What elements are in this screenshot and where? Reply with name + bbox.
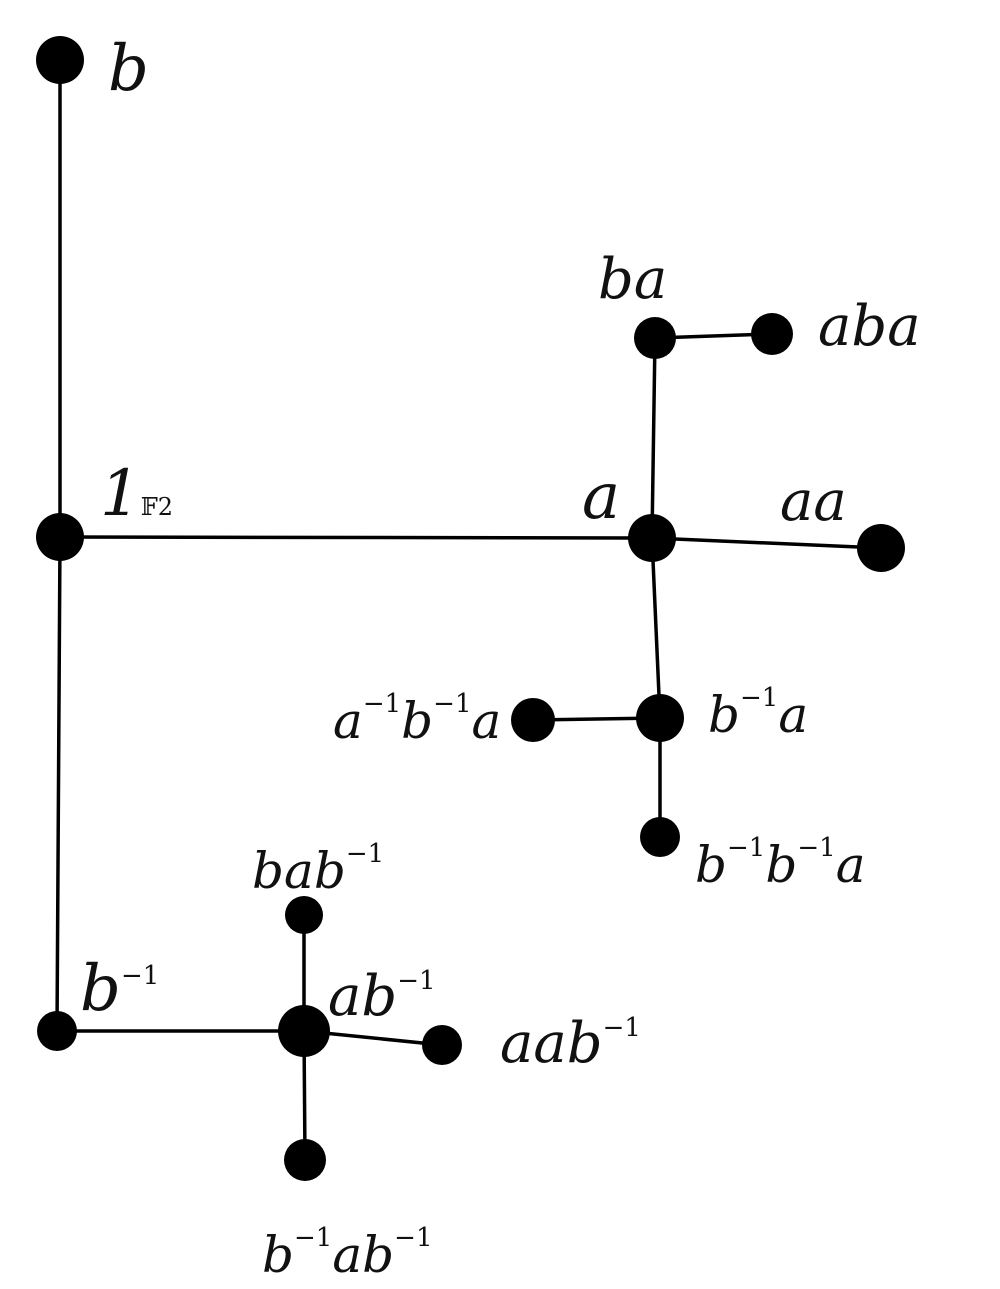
label-part: b: [765, 836, 797, 894]
nodes: [36, 36, 905, 1181]
label-b-inv-b-inv-a: b−1b−1a: [695, 833, 866, 894]
labels: b1𝔽2b−1abaabaaab−1aa−1b−1ab−1b−1aab−1bab…: [80, 32, 921, 1284]
node-bab-inv: [285, 896, 323, 934]
label-aa: aa: [780, 469, 847, 534]
label-bab-inv: bab−1: [252, 839, 384, 900]
label-part: −1: [740, 683, 778, 713]
label-part: aab: [500, 1011, 603, 1076]
label-part: 2: [158, 493, 173, 521]
label-part: −1: [397, 966, 435, 996]
label-part: 1: [100, 457, 141, 531]
label-part: a: [778, 686, 808, 744]
label-part: b: [401, 692, 433, 750]
label-part: ab: [328, 964, 397, 1029]
label-part: aba: [818, 294, 921, 359]
edge-a-ba: [650, 336, 657, 540]
label-aba: aba: [818, 294, 921, 359]
node-a-inv-b-inv-a: [511, 698, 555, 742]
node-aa: [857, 524, 905, 572]
label-part: a: [333, 692, 363, 750]
label-a-inv-b-inv-a: a−1b−1a: [333, 689, 501, 750]
label-b: b: [108, 32, 149, 106]
label-part: −1: [603, 1013, 641, 1043]
label-part: −1: [294, 1223, 332, 1253]
label-part: b: [80, 952, 121, 1026]
label-a: a: [582, 460, 620, 534]
label-b-inv: b−1: [80, 952, 159, 1026]
label-part: 𝔽: [141, 493, 158, 521]
node-aab-inv: [422, 1025, 462, 1065]
node-b-inv-ab-inv: [284, 1139, 326, 1181]
node-b-inv: [37, 1011, 77, 1051]
edge-one-b_inv: [55, 535, 62, 1033]
label-part: ab: [332, 1226, 394, 1284]
edge-a-aa: [650, 536, 883, 550]
label-part: b: [262, 1226, 294, 1284]
label-aab-inv: aab−1: [500, 1011, 641, 1076]
node-aba: [751, 313, 793, 355]
label-part: bab: [252, 842, 346, 900]
edge-a-b_inv_a: [650, 536, 662, 720]
label-part: ba: [598, 247, 667, 312]
node-one: [36, 513, 84, 561]
label-b-inv-ab-inv: b−1ab−1: [262, 1223, 433, 1284]
node-ab-inv: [278, 1005, 330, 1057]
label-part: −1: [433, 689, 471, 719]
label-part: −1: [394, 1223, 432, 1253]
node-b-inv-b-inv-a: [640, 817, 680, 857]
label-part: b: [108, 32, 149, 106]
label-part: aa: [780, 469, 847, 534]
label-part: a: [582, 460, 620, 534]
label-part: −1: [727, 833, 765, 863]
label-part: a: [836, 836, 866, 894]
edge-one-a: [58, 535, 654, 540]
node-a: [628, 514, 676, 562]
label-one: 1𝔽2: [100, 457, 173, 531]
label-part: −1: [121, 961, 159, 991]
label-b-inv-a: b−1a: [708, 683, 808, 744]
label-part: −1: [346, 839, 384, 869]
label-part: −1: [797, 833, 835, 863]
label-ba: ba: [598, 247, 667, 312]
label-part: −1: [363, 689, 401, 719]
node-b-inv-a: [636, 694, 684, 742]
label-ab-inv: ab−1: [328, 964, 436, 1029]
edges: [55, 58, 883, 1162]
label-part: b: [695, 836, 727, 894]
node-b: [36, 36, 84, 84]
label-part: b: [708, 686, 740, 744]
node-ba: [634, 317, 676, 359]
label-part: a: [471, 692, 501, 750]
